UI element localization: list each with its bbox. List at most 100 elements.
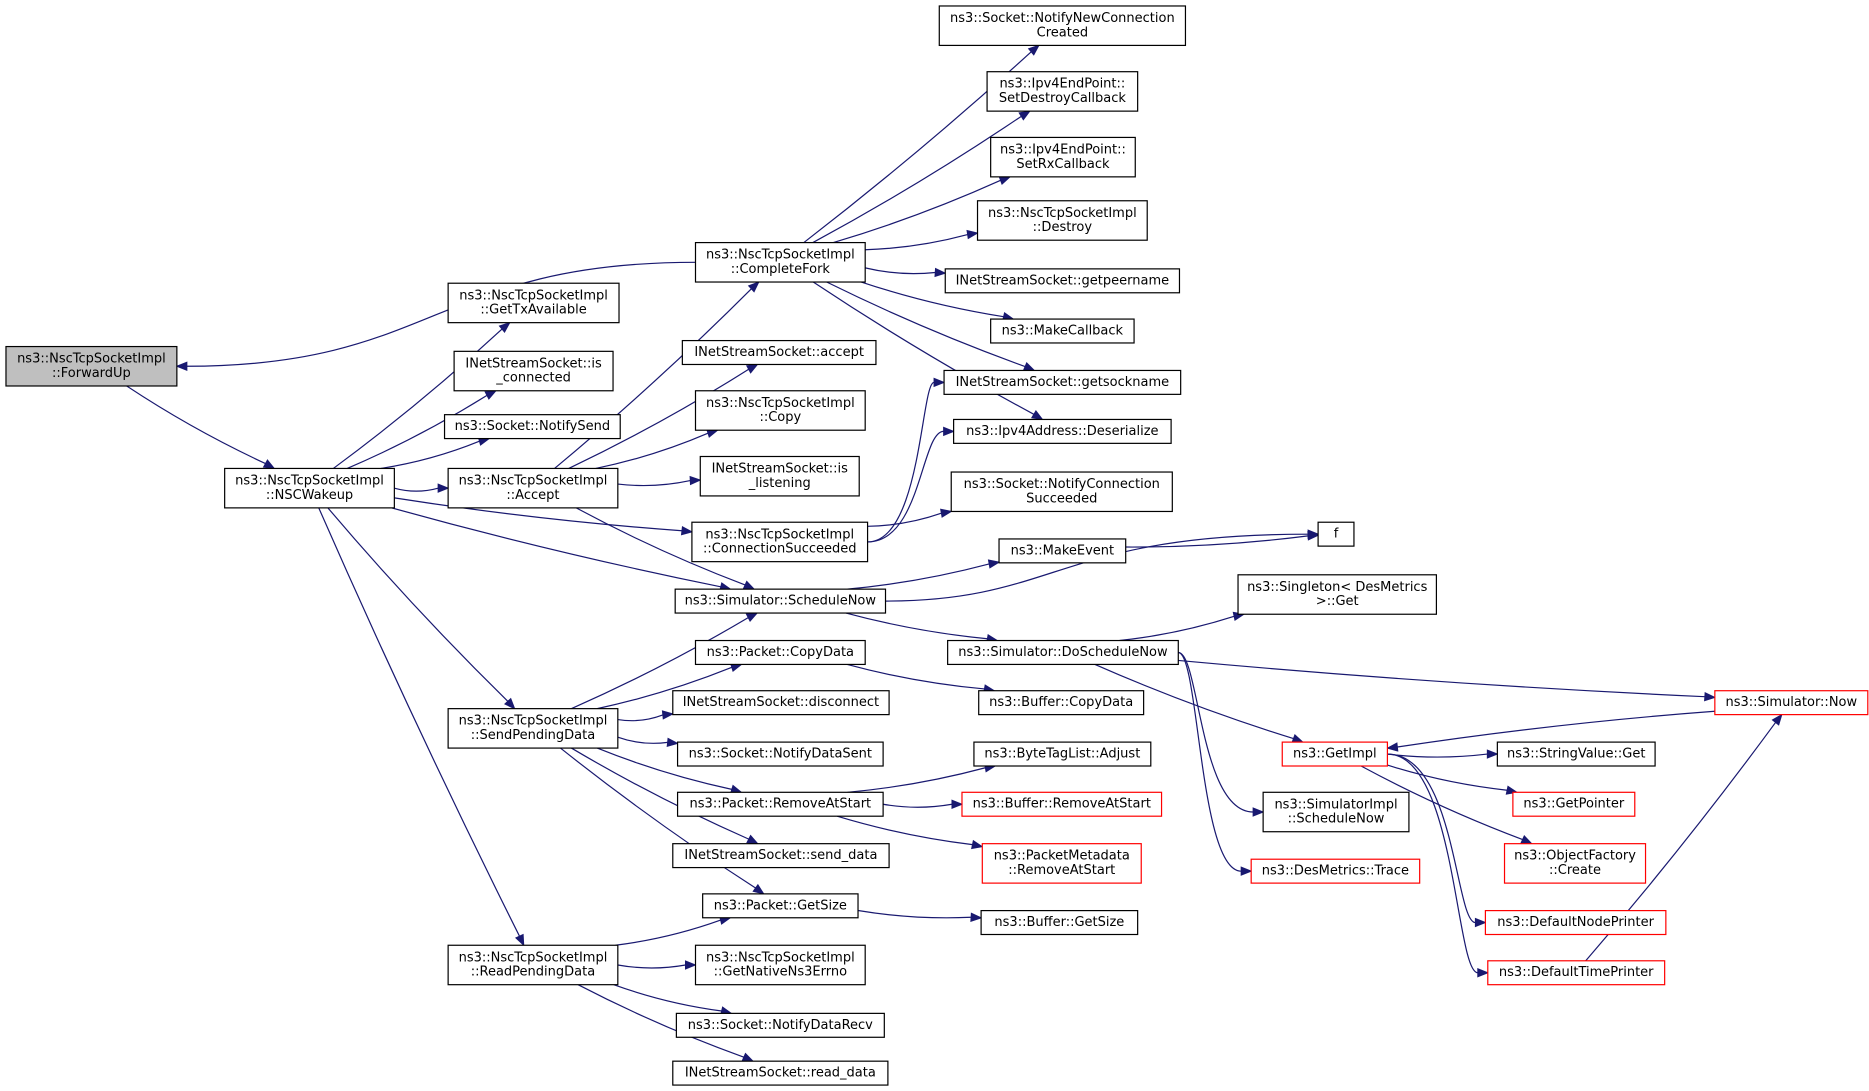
node-doschedulenow[interactable]: ns3::Simulator::DoScheduleNow [947,639,1179,666]
node-inetaccept[interactable]: INetStreamSocket::accept [681,339,877,366]
node-notifydatasent[interactable]: ns3::Socket::NotifyDataSent [676,741,884,767]
node-stringvalueget[interactable]: ns3::StringValue::Get [1496,741,1656,767]
edge-line [883,803,953,808]
edge-nscwakeup-to-connsucc [394,497,694,536]
node-simimplschedule[interactable]: ns3::SimulatorImpl::ScheduleNow [1262,791,1410,833]
node-connsucc[interactable]: ns3::NscTcpSocketImpl::ConnectionSucceed… [691,521,869,563]
node-completefork[interactable]: ns3::NscTcpSocketImpl::CompleteFork [694,241,866,283]
node-buffercopydata[interactable]: ns3::Buffer::CopyData [978,690,1145,716]
node-label: ns3::StringValue::Get [1507,747,1645,762]
node-readpending[interactable]: ns3::NscTcpSocketImpl::ReadPendingData [447,944,619,986]
edge-accept-to-completefork [554,281,760,469]
node-sendpending[interactable]: ns3::NscTcpSocketImpl::SendPendingData [447,708,619,749]
node-box [674,588,887,614]
node-accept[interactable]: ns3::NscTcpSocketImpl::Accept [447,467,619,509]
node-nscwakeup[interactable]: ns3::NscTcpSocketImpl::NSCWakeup [224,467,395,509]
edge-doschedulenow-to-getimpl [1094,663,1305,743]
node-label: ns3::SimulatorImpl [1274,797,1397,812]
node-forwardup[interactable]: ns3::NscTcpSocketImpl::ForwardUp [5,345,178,387]
node-makecallback[interactable]: ns3::MakeCallback [990,318,1135,344]
edge-sendpending-to-schedulenow [571,612,759,710]
node-buffergetsize[interactable]: ns3::Buffer::GetSize [980,909,1139,936]
edge-arrowhead [437,483,450,493]
node-isconnected[interactable]: INetStreamSocket::is_connected [453,350,614,392]
node-label: ::Copy [759,410,801,425]
edge-line [867,381,935,543]
edge-line [571,617,749,710]
edge-arrowhead [971,839,984,850]
edge-doschedulenow-to-desmetricstrace [1178,651,1253,876]
node-islistening[interactable]: INetStreamSocket::is_listening [699,455,860,497]
node-label: ns3::Buffer::RemoveAtStart [973,797,1151,812]
node-label: ns3::Simulator::Now [1726,695,1858,710]
node-bufferremove[interactable]: ns3::Buffer::RemoveAtStart [961,791,1163,817]
node-label: ns3::Socket::NotifySend [455,419,611,434]
node-readdata[interactable]: INetStreamSocket::read_data [672,1060,889,1086]
node-getimpl[interactable]: ns3::GetImpl [1281,741,1389,767]
node-copy[interactable]: ns3::NscTcpSocketImpl::Copy [694,390,866,431]
node-desmetricstrace[interactable]: ns3::DesMetrics::Trace [1250,858,1421,884]
node-schedulenow[interactable]: ns3::Simulator::ScheduleNow [674,588,887,614]
node-label: INetStreamSocket::accept [694,345,864,360]
edge-arrowhead [514,933,525,947]
node-defnodeprinter[interactable]: ns3::DefaultNodePrinter [1484,909,1667,936]
node-getnativeerrno[interactable]: ns3::NscTcpSocketImpl::GetNativeNs3Errno [694,944,866,986]
node-label: INetStreamSocket::getsockname [956,375,1170,390]
node-label: ns3::GetPointer [1523,797,1624,812]
node-f[interactable]: f [1317,521,1355,547]
node-label: >::Get [1316,594,1359,609]
edge-line [394,497,683,532]
node-box [443,414,621,440]
node-box [980,909,1139,936]
node-label: ns3::Socket::NotifyConnection [964,477,1160,492]
node-label: ns3::NscTcpSocketImpl [459,714,608,729]
node-setdestroycb[interactable]: ns3::Ipv4EndPoint::SetDestroyCallback [986,71,1139,112]
node-box [1317,521,1355,547]
node-simnow[interactable]: ns3::Simulator::Now [1714,690,1869,716]
edge-getsize-to-buffergetsize [857,909,983,922]
node-label: ns3::Ipv4Address::Deserialize [966,424,1158,439]
node-label: ns3::NscTcpSocketImpl [17,352,166,367]
node-bytetagadjust[interactable]: ns3::ByteTagList::Adjust [973,741,1152,767]
node-box [694,390,866,431]
node-notifydatarecv[interactable]: ns3::Socket::NotifyDataRecv [675,1012,885,1038]
node-box [1262,791,1410,833]
node-getpointer[interactable]: ns3::GetPointer [1512,791,1636,817]
edge-arrowhead [998,176,1012,185]
node-objfactcreate[interactable]: ns3::ObjectFactory::Create [1503,843,1647,884]
node-makeevent[interactable]: ns3::MakeEvent [998,538,1127,564]
node-getsockname[interactable]: INetStreamSocket::getsockname [943,369,1182,395]
node-box [691,521,869,563]
node-disconnect[interactable]: INetStreamSocket::disconnect [672,690,890,716]
node-box [944,268,1181,294]
node-getsize[interactable]: ns3::Packet::GetSize [702,893,859,919]
edge-arrowhead [1240,866,1253,876]
edge-arrowhead [934,267,947,278]
node-removeatstart[interactable]: ns3::Packet::RemoveAtStart [676,791,884,817]
node-getpeername[interactable]: INetStreamSocket::getpeername [944,268,1181,294]
node-label: ns3::Simulator::ScheduleNow [685,594,877,609]
edge-arrowhead [741,1052,755,1062]
node-box [953,418,1172,444]
node-senddata[interactable]: INetStreamSocket::send_data [672,843,890,869]
edge-arrowhead [746,834,759,845]
node-deserialize[interactable]: ns3::Ipv4Address::Deserialize [953,418,1172,444]
node-notifysend[interactable]: ns3::Socket::NotifySend [443,414,621,440]
node-setrxcb[interactable]: ns3::Ipv4EndPoint::SetRxCallback [990,136,1136,178]
node-pktmetaremove[interactable]: ns3::PacketMetadata::RemoveAtStart [981,843,1142,884]
node-copydata[interactable]: ns3::Packet::CopyData [694,639,866,666]
edge-line [346,394,488,469]
node-singleton[interactable]: ns3::Singleton< DesMetrics>::Get [1237,574,1438,615]
node-destroy[interactable]: ns3::NscTcpSocketImpl::Destroy [976,200,1148,241]
edge-nscwakeup-to-notifysend [380,436,491,470]
edge-line [1119,615,1235,642]
node-box [978,690,1145,716]
node-box [998,538,1127,564]
edge-nscwakeup-to-readpending [318,507,525,947]
edge-line [837,815,973,846]
node-gettxavail[interactable]: ns3::NscTcpSocketImpl::GetTxAvailable [447,282,620,324]
node-label: Succeeded [1026,491,1097,506]
node-deftimeprinter[interactable]: ns3::DefaultTimePrinter [1487,960,1666,986]
